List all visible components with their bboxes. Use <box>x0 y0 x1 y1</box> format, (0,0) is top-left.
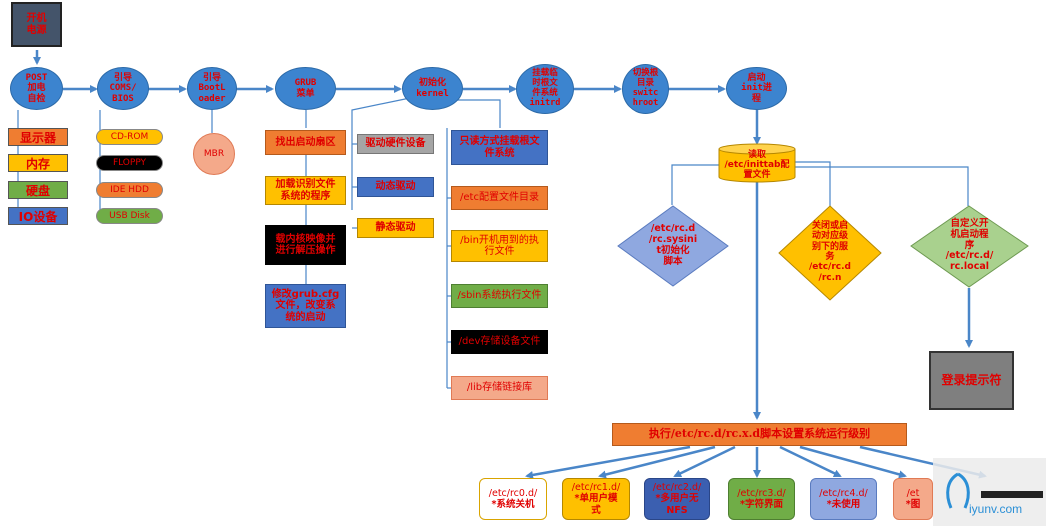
initrd-node: 挂载临 时根文 件系统 initrd <box>516 64 574 114</box>
grub-item-kernel-image: 载内核映像并 进行解压操作 <box>265 225 346 265</box>
watermark: iyunv.com <box>933 458 1046 526</box>
diamond-rcn <box>778 205 882 301</box>
diamond-rclocal <box>910 205 1029 288</box>
grub-item-grub-cfg: 修改grub.cfg 文件，改变系 统的启动 <box>265 284 346 328</box>
login-prompt-box: 登录提示符 <box>929 351 1014 410</box>
runlevel-0: /etc/rc0.d/*系统关机 <box>479 478 547 520</box>
post-item-disk: 硬盘 <box>8 181 68 199</box>
runlevel-5: /et*图 <box>893 478 933 520</box>
bios-node: 引导 COMS/ BIOS <box>97 67 149 110</box>
power-on-box: 开机 电源 <box>11 2 62 47</box>
runlevel-3-path: /etc/rc3.d/ <box>737 487 786 499</box>
initrd-item-bin: /bin开机用到的执 行文件 <box>451 230 548 262</box>
grub-item-fs-loader: 加载识别文件 系统的程序 <box>265 176 346 205</box>
runlevel-0-desc: *系统关机 <box>491 499 535 510</box>
watermark-logo-icon <box>946 472 970 509</box>
runlevel-4-path: /etc/rc4.d/ <box>819 487 868 499</box>
runlevel-4-desc: *未使用 <box>826 499 861 510</box>
bios-item-floppy: FLOPPY <box>96 155 163 171</box>
grub-item-boot-sector: 找出启动扇区 <box>265 130 346 155</box>
runlevel-3: /etc/rc3.d/*字符界面 <box>728 478 795 520</box>
diamond-rcn-label: 关闭或启 动对应级 别下的服 务 /etc/rc.d /rc.n <box>809 220 851 283</box>
bios-item-cdrom: CD-ROM <box>96 129 163 145</box>
post-node: POST 加电 自检 <box>10 67 63 110</box>
switchroot-node: 切换根 目录 switc hroot <box>622 64 669 114</box>
inittab-label: 读取 /etc/inittab配 置文件 <box>724 150 790 180</box>
runlevel-2: /etc/rc2.d/*多用户无 NFS <box>644 478 710 520</box>
runlevel-1-desc: *单用户模 式 <box>574 493 618 516</box>
runlevel-0-path: /etc/rc0.d/ <box>488 487 538 499</box>
runlevel-bar: 执行/etc/rc.d/rc.x.d脚本设置系统运行级别 <box>612 423 907 446</box>
runlevel-5-path: /et <box>906 487 920 499</box>
kernel-node: 初始化 kernel <box>402 67 463 110</box>
kernel-item-static: 静态驱动 <box>357 218 434 238</box>
kernel-item-drive-hw: 驱动硬件设备 <box>357 134 434 154</box>
initrd-item-lib: /lib存储链接库 <box>451 376 548 400</box>
diamond-rclocal-label: 自定义开 机启动程 序 /etc/rc.d/ rc.local <box>945 217 994 273</box>
initrd-item-sbin: /sbin系统执行文件 <box>451 284 548 308</box>
runlevel-3-desc: *字符界面 <box>740 499 783 510</box>
watermark-text: iyunv.com <box>969 502 1023 516</box>
post-item-memory: 内存 <box>8 154 68 172</box>
runlevel-5-desc: *图 <box>905 499 921 510</box>
post-item-monitor: 显示器 <box>8 128 68 146</box>
initrd-item-dev: /dev存储设备文件 <box>451 330 548 354</box>
kernel-item-dynamic: 动态驱动 <box>357 177 434 197</box>
initrd-item-etc: /etc配置文件目录 <box>451 186 548 210</box>
watermark-bar <box>981 491 1043 498</box>
diamond-sysinit <box>617 205 729 287</box>
runlevel-2-desc: *多用户无 NFS <box>655 493 699 516</box>
runlevel-4: /etc/rc4.d/*未使用 <box>810 478 877 520</box>
runlevel-2-path: /etc/rc2.d/ <box>652 481 702 493</box>
bootloader-node: 引导 BootL oader <box>187 67 237 110</box>
bios-item-idehdd: IDE HDD <box>96 182 163 198</box>
initrd-item-mount-ro: 只读方式挂载根文 件系统 <box>451 130 548 165</box>
grub-node: GRUB 菜单 <box>275 67 336 110</box>
post-item-io: IO设备 <box>8 207 68 225</box>
init-node: 启动 init进 程 <box>726 67 787 110</box>
mbr-node: MBR <box>193 133 235 175</box>
diamond-sysinit-label: /etc/rc.d /rc.sysini t初始化 脚本 <box>648 223 698 267</box>
bios-item-usbdisk: USB Disk <box>96 208 163 224</box>
runlevel-1-path: /etc/rc1.d/ <box>571 481 621 493</box>
runlevel-1: /etc/rc1.d/*单用户模 式 <box>562 478 630 520</box>
inittab-cylinder <box>718 143 796 183</box>
